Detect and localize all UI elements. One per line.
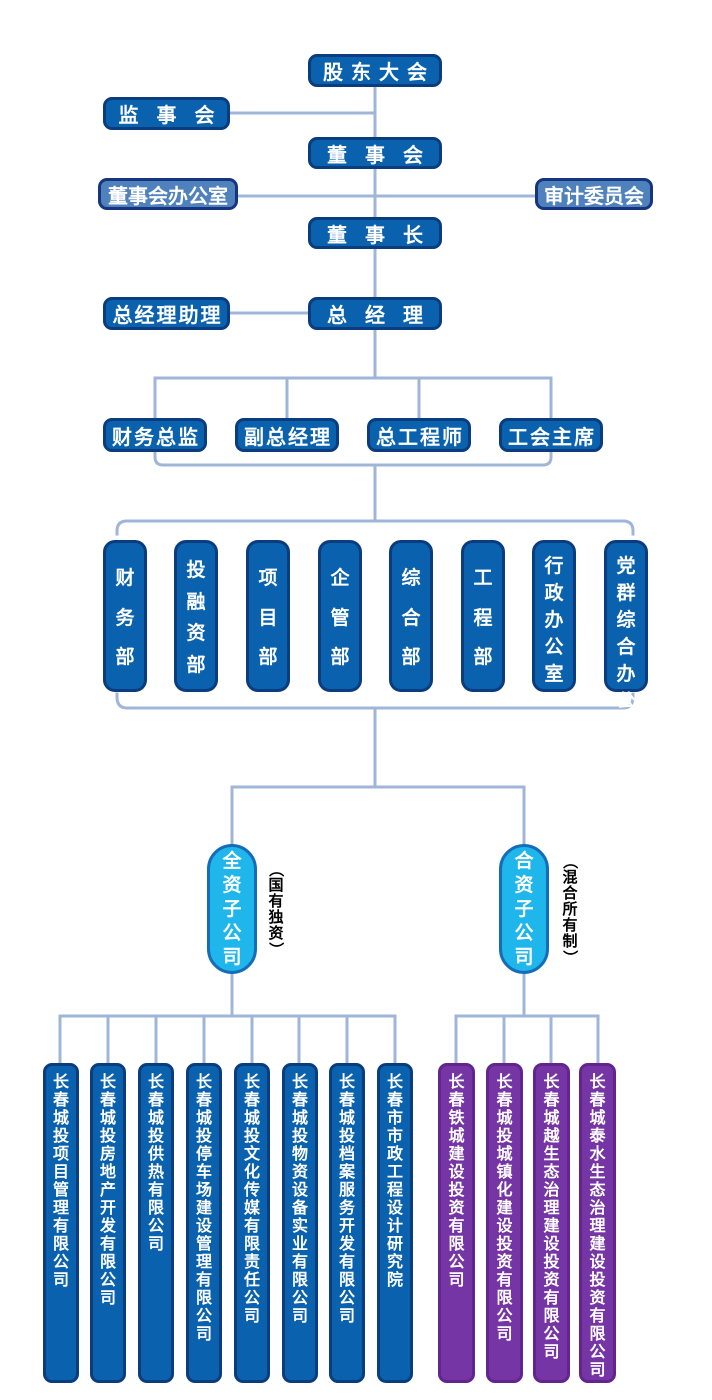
node-label: 综合部 <box>401 568 421 668</box>
node-label: 财务总监 <box>112 426 200 449</box>
node-label: 总经理助理 <box>112 305 223 327</box>
joint-venture-subsidiaries-pill: 合资子公司 <box>499 844 549 974</box>
deputy-gm-node: 副总经理 <box>235 418 339 452</box>
company-node-real-estate: 长春城投房地产开发有限公司 <box>90 1063 126 1383</box>
node-label: 工程部 <box>473 568 493 668</box>
company-node-heating: 长春城投供热有限公司 <box>138 1063 174 1383</box>
company-node-culture-media: 长春城投文化传媒有限责任公司 <box>234 1063 270 1383</box>
chairman-node: 董事长 <box>308 217 442 249</box>
node-label: 合资子公司 <box>514 850 534 968</box>
note-label: （国有独资） <box>267 861 285 957</box>
node-label: 长春城投物资设备实业有限公司 <box>291 1074 308 1325</box>
cfo-node: 财务总监 <box>103 418 207 452</box>
node-label: 长春铁城建设投资有限公司 <box>448 1074 465 1289</box>
node-label: 董事会办公室 <box>108 185 228 208</box>
node-label: 副总经理 <box>244 426 332 449</box>
node-label: 企管部 <box>330 568 350 668</box>
gm-assistant-node: 总经理助理 <box>103 297 230 330</box>
joint-venture-ownership-note: （混合所有制） <box>554 844 586 974</box>
node-label: 全资子公司 <box>222 850 242 968</box>
node-label: 长春城投停车场建设管理有限公司 <box>195 1074 212 1343</box>
chief-engineer-node: 总工程师 <box>367 418 471 452</box>
node-label: 长春城投文化传媒有限责任公司 <box>243 1074 260 1325</box>
supervisory-board-node: 监事会 <box>103 97 230 130</box>
dept-node-engineering: 工程部 <box>461 540 505 692</box>
company-node-municipal-design-institute: 长春市市政工程设计研究院 <box>377 1063 413 1383</box>
dept-node-party-mass-office: 党群综合办公室 <box>604 540 648 739</box>
audit-committee-node: 审计委员会 <box>535 178 653 210</box>
node-label: 财务部 <box>115 568 135 668</box>
node-label: 董事长 <box>327 224 441 247</box>
node-label: 总工程师 <box>376 426 464 449</box>
node-label: 长春城投档案服务开发有限公司 <box>338 1074 355 1325</box>
node-label: 行政办公室 <box>544 556 564 685</box>
node-label: 长春城投项目管理有限公司 <box>52 1074 69 1289</box>
dept-node-general: 综合部 <box>389 540 433 692</box>
shareholders-meeting-node: 股东大会 <box>308 54 442 87</box>
node-label: 长春城越生态治理建设投资有限公司 <box>543 1074 560 1361</box>
board-office-node: 董事会办公室 <box>98 178 238 210</box>
node-label: 股东大会 <box>323 62 435 84</box>
dept-node-investment-financing: 投融资部 <box>174 540 218 692</box>
company-node-urbanization-investment: 长春城投城镇化建设投资有限公司 <box>486 1063 523 1383</box>
node-label: 总经理 <box>327 305 441 327</box>
node-label: 审计委员会 <box>544 185 644 208</box>
wholly-owned-ownership-note: （国有独资） <box>260 844 292 974</box>
node-label: 党群综合办公室 <box>616 556 636 739</box>
node-label: 长春城泰水生态治理建设投资有限公司 <box>589 1074 606 1379</box>
company-node-chengyue-ecology: 长春城越生态治理建设投资有限公司 <box>533 1063 570 1383</box>
node-label: 长春城投房地产开发有限公司 <box>99 1074 116 1307</box>
union-chairman-node: 工会主席 <box>499 418 603 452</box>
board-of-directors-node: 董事会 <box>308 137 442 169</box>
dept-node-enterprise-mgmt: 企管部 <box>318 540 362 692</box>
company-node-tiecheng-construction: 长春铁城建设投资有限公司 <box>438 1063 475 1383</box>
general-manager-node: 总经理 <box>308 297 442 330</box>
company-node-project-management: 长春城投项目管理有限公司 <box>43 1063 79 1383</box>
note-label: （混合所有制） <box>561 853 579 965</box>
company-node-materials-equipment: 长春城投物资设备实业有限公司 <box>282 1063 318 1383</box>
dept-node-project: 项目部 <box>246 540 290 692</box>
node-label: 工会主席 <box>508 426 596 449</box>
company-node-chengtai-water-ecology: 长春城泰水生态治理建设投资有限公司 <box>579 1063 616 1383</box>
dept-node-finance: 财务部 <box>103 540 147 692</box>
node-label: 长春城投城镇化建设投资有限公司 <box>496 1074 513 1343</box>
dept-node-admin-office: 行政办公室 <box>532 540 576 692</box>
company-node-parking-construction: 长春城投停车场建设管理有限公司 <box>186 1063 222 1383</box>
company-node-archives-service: 长春城投档案服务开发有限公司 <box>329 1063 365 1383</box>
node-label: 项目部 <box>258 568 278 668</box>
node-label: 投融资部 <box>186 560 206 676</box>
node-label: 监事会 <box>118 105 233 127</box>
node-label: 长春市市政工程设计研究院 <box>386 1074 403 1289</box>
node-label: 长春城投供热有限公司 <box>147 1074 164 1253</box>
node-label: 董事会 <box>327 144 441 167</box>
wholly-owned-subsidiaries-pill: 全资子公司 <box>207 844 257 974</box>
